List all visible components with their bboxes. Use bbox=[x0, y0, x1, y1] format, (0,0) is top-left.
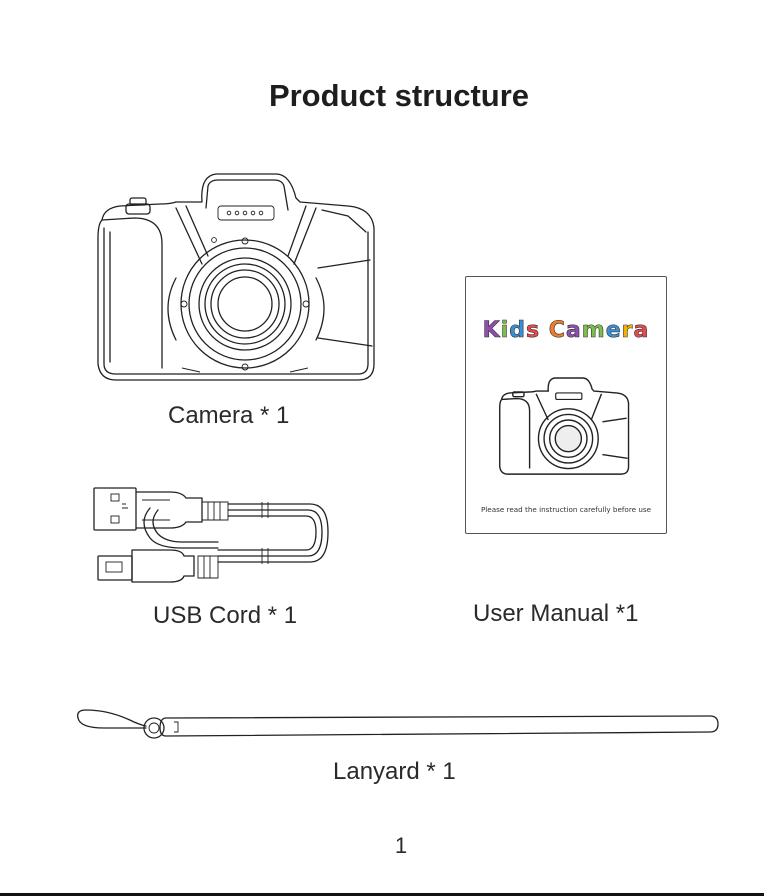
usb-cord-illustration bbox=[78, 482, 334, 586]
manual-caption: User Manual *1 bbox=[473, 600, 638, 628]
manual-brand-title: Kids Camera bbox=[466, 318, 666, 343]
brand-letter: m bbox=[582, 318, 606, 343]
brand-letter: i bbox=[501, 318, 510, 343]
brand-letter: e bbox=[606, 318, 622, 343]
brand-letter: s bbox=[526, 318, 540, 343]
user-manual-booklet: Kids Camera Please read the instruction … bbox=[465, 276, 667, 534]
brand-letter: d bbox=[509, 318, 526, 343]
brand-letter: r bbox=[622, 318, 634, 343]
brand-letter bbox=[540, 318, 549, 343]
manual-camera-image bbox=[496, 371, 636, 483]
camera-illustration bbox=[90, 168, 390, 390]
page-number: 1 bbox=[0, 833, 764, 859]
brand-letter: C bbox=[549, 318, 566, 343]
manual-note: Please read the instruction carefully be… bbox=[466, 505, 666, 514]
brand-letter: K bbox=[483, 318, 501, 343]
lanyard-caption: Lanyard * 1 bbox=[333, 758, 456, 786]
camera-caption: Camera * 1 bbox=[168, 402, 289, 430]
lanyard-illustration bbox=[74, 704, 726, 746]
brand-letter: a bbox=[634, 318, 650, 343]
page-title: Product structure bbox=[0, 78, 764, 114]
usb-caption: USB Cord * 1 bbox=[153, 602, 297, 630]
brand-letter: a bbox=[566, 318, 582, 343]
